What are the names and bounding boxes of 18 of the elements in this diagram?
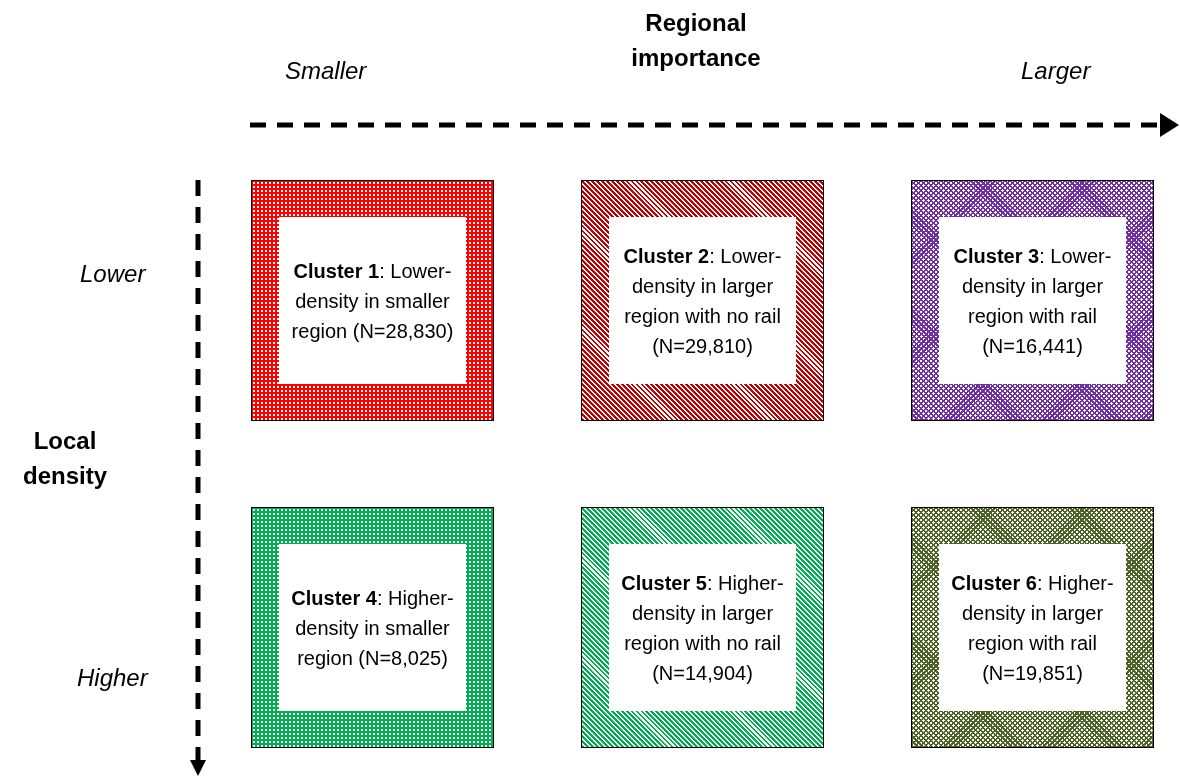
cluster-card: [911, 180, 1154, 421]
cluster-description: Cluster 4: Higher-density in smaller region (N=8,025): [279, 544, 466, 711]
cluster-card: [911, 507, 1154, 748]
axis-title: Local density: [22, 426, 108, 491]
axis-end-label: Larger: [1021, 57, 1091, 85]
axis-end-label: Lower: [80, 260, 146, 288]
cluster-description: Cluster 1: Lower-density in smaller region (N=28,830): [279, 217, 466, 384]
cluster-card: [581, 507, 824, 748]
cluster-card: [581, 180, 824, 421]
cluster-description: Cluster 2: Lower-density in larger region with no rail (N=29,810): [609, 217, 796, 384]
axis-title: Regional importance: [630, 8, 762, 73]
cluster-description: Cluster 5: Higher-density in larger region with no rail (N=14,904): [609, 544, 796, 711]
cluster-card: [251, 180, 494, 421]
axis-end-label: Higher: [77, 664, 148, 692]
cluster-description: Cluster 3: Lower-density in larger region with rail (N=16,441): [939, 217, 1126, 384]
cluster-description: Cluster 6: Higher-density in larger region with rail (N=19,851): [939, 544, 1126, 711]
cluster-card: [251, 507, 494, 748]
axis-end-label: Smaller: [285, 57, 367, 85]
